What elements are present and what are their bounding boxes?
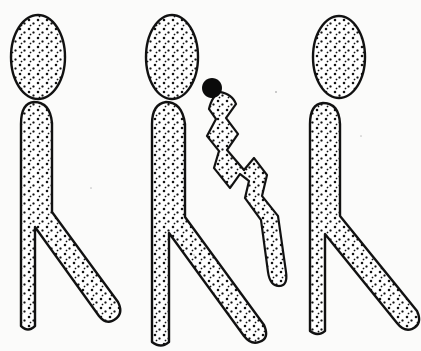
right-figure-body (310, 103, 419, 334)
left-figure-body (21, 102, 120, 330)
right-figure-head (313, 16, 365, 98)
right-figure (310, 16, 419, 334)
middle-figure (146, 15, 286, 346)
left-figure (11, 15, 120, 330)
left-figure-head (11, 15, 65, 99)
wavy-chain (207, 92, 286, 286)
black-bead (202, 78, 222, 98)
middle-figure-head (146, 15, 198, 99)
